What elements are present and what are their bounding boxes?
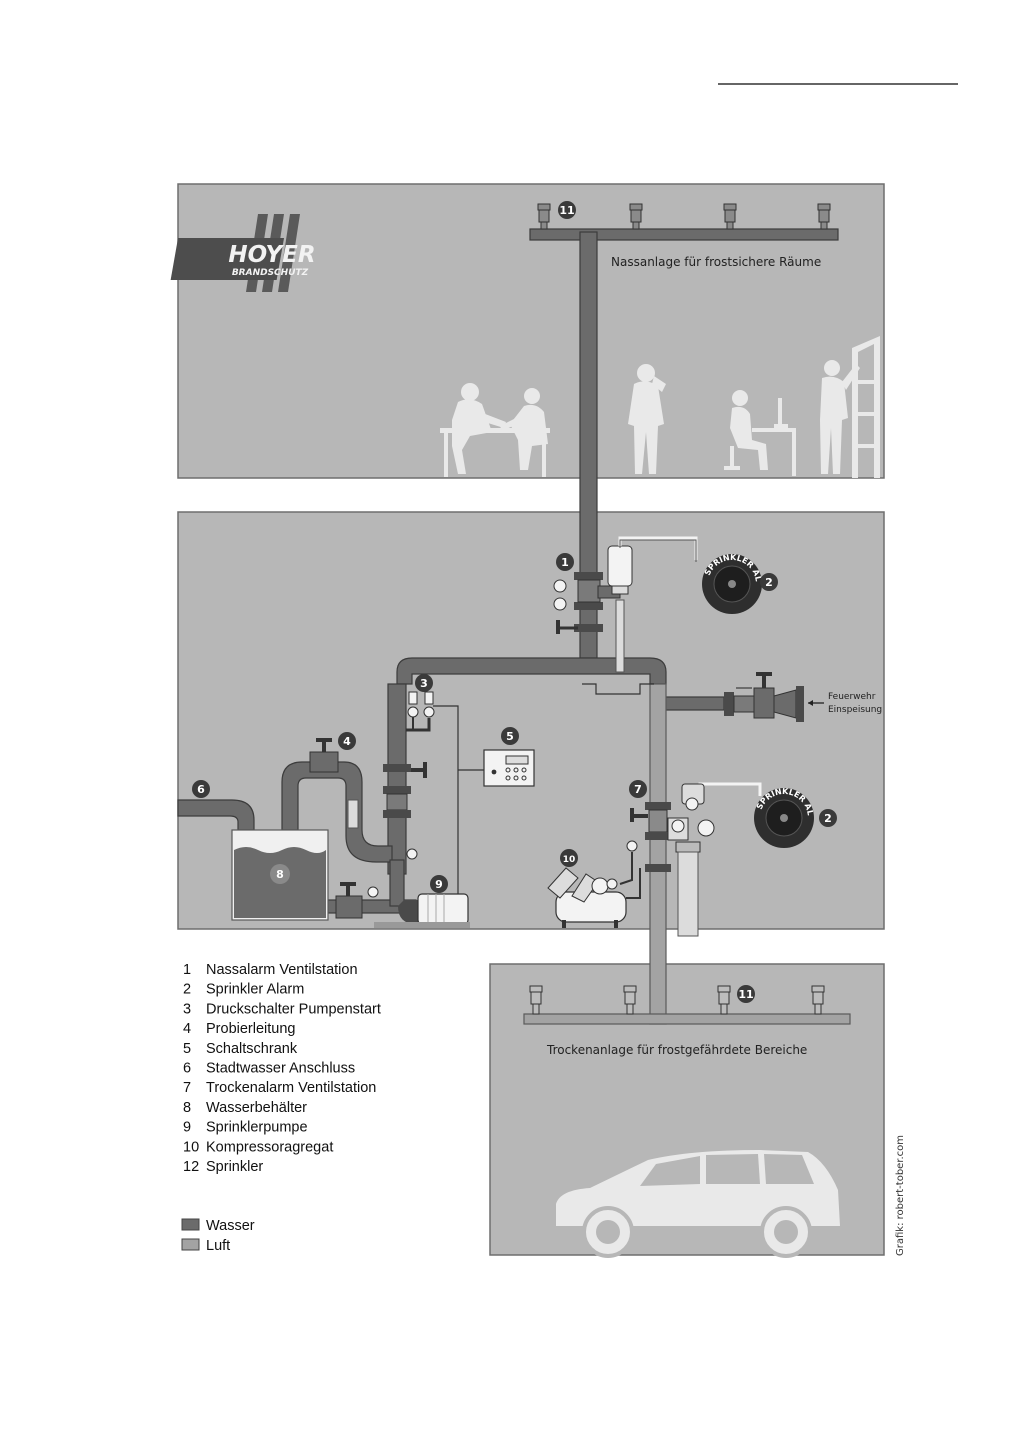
legend-label: Schaltschrank — [206, 1041, 298, 1057]
legend-label: Stadtwasser Anschluss — [206, 1061, 355, 1077]
legend-number: 9 — [183, 1120, 191, 1136]
graphic-credit: Grafik: robert-tober.com — [895, 1135, 906, 1256]
marker-6: 6 — [192, 780, 210, 798]
legend-number: 4 — [183, 1021, 191, 1037]
svg-text:1: 1 — [561, 556, 569, 569]
hoyer-logo: HOYER BRANDSCHUTZ — [170, 214, 316, 292]
compressor-unit — [547, 867, 641, 928]
wet-zone-label: Nassanlage für frostsichere Räume — [611, 255, 821, 269]
legend-number: 8 — [183, 1100, 191, 1116]
marker-4: 4 — [338, 732, 356, 750]
legend-number: 7 — [183, 1080, 191, 1096]
svg-text:2: 2 — [765, 576, 773, 589]
legend-label: Probierleitung — [206, 1021, 295, 1037]
medium-label: Luft — [206, 1238, 230, 1254]
legend-label: Druckschalter Pumpenstart — [206, 1001, 381, 1017]
legend-number: 3 — [183, 1001, 191, 1017]
logo-line2: BRANDSCHUTZ — [232, 268, 309, 278]
medium-label: Wasser — [206, 1218, 255, 1234]
legend-label: Wasserbehälter — [206, 1100, 307, 1116]
marker-2-bottom: 2 — [819, 809, 837, 827]
svg-text:9: 9 — [435, 878, 443, 891]
svg-text:11: 11 — [559, 204, 574, 217]
medium-swatch — [181, 1238, 200, 1251]
office-silhouettes — [440, 336, 880, 478]
legend-label: Sprinkler — [206, 1159, 263, 1175]
marker-2-top: 2 — [760, 573, 778, 591]
svg-text:4: 4 — [343, 735, 351, 748]
svg-text:2: 2 — [824, 812, 832, 825]
air-pipes — [523, 683, 851, 1025]
svg-text:10: 10 — [563, 855, 576, 865]
logo-line1: HOYER — [228, 242, 315, 268]
marker-3: 3 — [415, 674, 433, 692]
svg-text:6: 6 — [197, 783, 205, 796]
legend-number: 6 — [183, 1061, 191, 1077]
marker-8: 8 — [270, 864, 290, 884]
legend-label: Sprinkler Alarm — [206, 982, 304, 998]
component-legend: 1 Nassalarm Ventilstation 2 Sprinkler Alarm… — [183, 962, 381, 1175]
wet-alarm-valve-station — [553, 536, 698, 695]
dry-alarm-valve-station — [619, 783, 715, 937]
legend-number: 5 — [183, 1041, 191, 1057]
marker-11-top: 11 — [558, 201, 576, 219]
sprinkler-pump — [335, 882, 470, 928]
marker-9: 9 — [430, 875, 448, 893]
legend-number: 1 — [183, 962, 191, 978]
marker-7: 7 — [629, 780, 647, 798]
marker-5: 5 — [501, 727, 519, 745]
pressure-switch-group — [406, 691, 484, 906]
legend-label: Trockenalarm Ventilstation — [206, 1080, 376, 1096]
legend-number: 10 — [183, 1139, 199, 1155]
sprinkler-heads-bottom — [529, 985, 825, 1015]
feuerwehr-label-2: Einspeisung — [828, 705, 882, 715]
legend-label: Sprinklerpumpe — [206, 1120, 308, 1136]
fire-dept-inlet: Feuerwehr Einspeisung — [724, 672, 882, 722]
svg-text:5: 5 — [506, 730, 514, 743]
feuerwehr-label-1: Feuerwehr — [828, 692, 876, 702]
car-silhouette — [556, 1150, 840, 1258]
marker-11-bottom: 11 — [737, 985, 755, 1003]
dry-zone-label: Trockenanlage für frostgefährdete Bereic… — [546, 1043, 807, 1057]
water-pipes — [177, 228, 839, 914]
legend-label: Nassalarm Ventilstation — [206, 962, 358, 978]
svg-text:11: 11 — [738, 988, 753, 1001]
medium-swatch — [181, 1218, 200, 1231]
control-cabinet — [483, 749, 535, 787]
marker-10: 10 — [560, 849, 578, 867]
svg-text:8: 8 — [276, 868, 284, 881]
legend-label: Kompressoragregat — [206, 1139, 333, 1155]
legend-number: 2 — [183, 982, 191, 998]
sprinkler-heads-top — [537, 203, 831, 230]
riser-valves — [309, 738, 427, 860]
svg-text:3: 3 — [420, 677, 428, 690]
legend-number: 12 — [183, 1159, 199, 1175]
marker-1: 1 — [556, 553, 574, 571]
svg-text:7: 7 — [634, 783, 642, 796]
